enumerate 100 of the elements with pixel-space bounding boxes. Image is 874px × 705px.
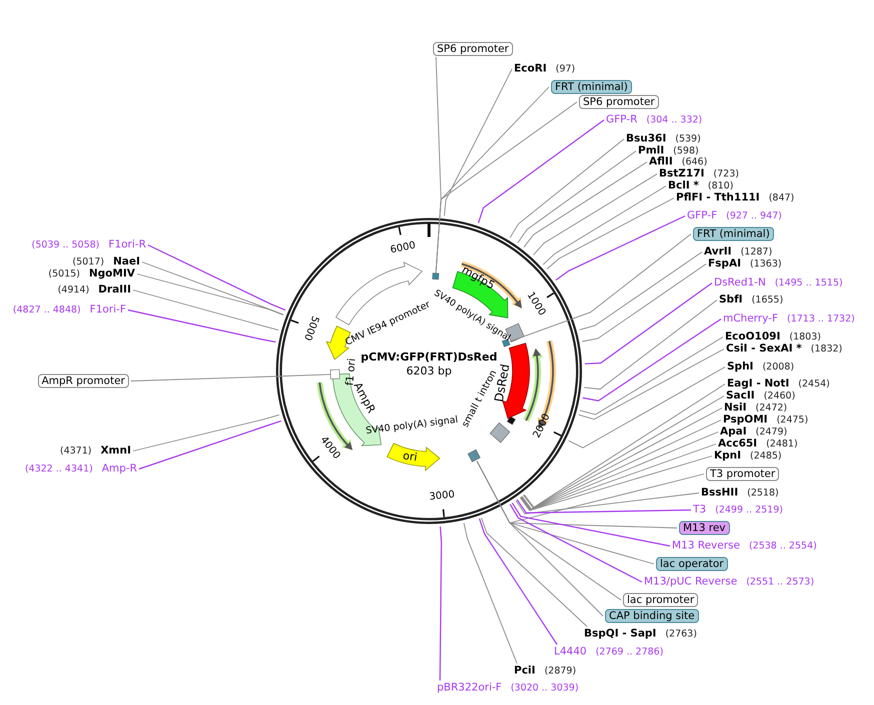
primer-label: L4440 (2769 .. 2786) [554,646,664,658]
feature-tag: AmpR promoter [38,374,129,388]
leader-line [478,120,604,224]
feature-mark [432,272,440,280]
restriction-site-label: SacII (2460) [726,390,796,402]
restriction-site-label: (4914) DraIII [58,284,131,296]
restriction-site-label: Bsu36I (539) [626,132,701,146]
restriction-site-label: CsiI - SexAI * (1832) [726,342,842,356]
leader-line [520,456,712,512]
restriction-site-label: BclI * (810) [668,180,734,192]
leader-line [435,102,578,274]
leader-line [516,499,692,514]
restriction-site-label: AflII (646) [649,156,708,168]
restriction-site-label: SphI (2008) [727,360,794,374]
feature-tag: FRT (minimal) [693,227,774,241]
primer-label: mCherry-F (1713 .. 1732) [723,312,855,326]
leader-line [555,215,686,281]
feature-label: SV40 poly(A) signal [365,414,459,438]
primer-label: (4827 .. 4848) F1ori-F [12,304,126,316]
restriction-site-label: ApaI (2479) [720,426,788,438]
leader-line [517,150,636,244]
restriction-site-label: (4371) XmnI [60,444,131,458]
leader-line [132,414,280,452]
restriction-site-label: NsiI (2472) [724,402,788,414]
leader-line [542,186,666,266]
leader-line [512,502,670,547]
feature-tag: CAP binding site [605,609,699,623]
primer-label: DsRed1-N (1495 .. 1515) [714,276,843,290]
feature-tag: SP6 promoter [579,95,659,109]
leader-line [509,234,692,342]
promoter-mark [330,369,340,380]
leader-line [128,309,276,343]
leader-line [142,262,284,316]
leader-line [130,374,331,382]
primer-label: T3 (2499 .. 2519) [693,504,783,516]
leader-line [463,522,518,664]
primer-label: M13/pUC Reverse (2551 .. 2573) [644,576,814,588]
leader-line [578,348,724,420]
leader-line [478,518,558,645]
origin-feature [386,443,440,471]
leader-line [476,460,604,616]
restriction-site-label: EcoRI (97) [514,62,576,76]
leader-line [532,174,658,256]
feature-mark [502,338,510,348]
leader-line [136,274,284,316]
primer-label: (4322 .. 4341) Amp-R [24,462,137,476]
restriction-site-label: FspAI (1363) [708,258,782,270]
feature-tag: SP6 promoter [433,42,513,56]
leader-line [579,336,724,415]
leader-line [515,492,700,514]
scale-label: 3000 [428,490,456,504]
restriction-site-label: AvrII (1287) [704,246,772,258]
restriction-site-label: (5017) NaeI [72,256,140,268]
plasmid-size: 6203 bp [406,364,452,378]
restriction-site-label: KpnI (2485) [714,450,782,462]
primer-label: M13 Reverse (2538 .. 2554) [672,540,817,552]
primer-label: GFP-F (927 .. 947) [687,210,782,222]
leader-line [546,198,674,270]
primer-label: (5039 .. 5058) F1ori-R [32,238,146,252]
leader-line [148,244,286,311]
restriction-site-label: PmlI (598) [638,144,699,158]
scale-label: 2000 [532,412,553,440]
leader-line [523,162,648,248]
restriction-site-label: BssHII (2518) [701,486,779,500]
primer-label: pBR322ori-F (3020 .. 3039) [437,682,579,694]
restriction-site-label: BspQI - SapI (2763) [584,628,697,640]
restriction-site-label: EagI - NotI (2454) [727,378,830,390]
feature-tag: T3 promoter [706,467,780,481]
feature-tag: FRT (minimal) [551,80,632,94]
feature-tag: lac operator [656,557,728,571]
feature-tag: lac promoter [623,593,698,607]
restriction-site-label: PflFI - Tth111I (847) [676,192,794,204]
restriction-site-label: PciI (2879) [514,664,576,678]
primer-label: GFP-R (304 .. 332) [606,114,702,126]
restriction-site-label: PspOMI (2475) [723,414,808,426]
leader-line [579,252,702,330]
plasmid-name: pCMV:GFP(FRT)DsRed [360,350,498,364]
leader-line [138,420,282,470]
leader-line [132,290,279,331]
leader-line [584,282,712,364]
feature-tag: M13 rev [679,521,730,535]
leader-line [582,318,722,402]
restriction-site-label: Acc65I (2481) [718,438,798,450]
leader-line [439,526,442,680]
scale-label: 6000 [390,240,417,256]
leader-line [568,366,726,448]
scale-label: 5000 [301,314,320,342]
leader-line [582,264,706,342]
leader-line [510,138,624,238]
feature-mark [468,449,481,462]
leader-line [480,517,588,627]
restriction-site-label: (5015) NgoMIV [48,268,135,280]
feature-label: ori [402,450,418,464]
leader-line [584,300,718,390]
restriction-site-label: SbfI (1655) [719,294,784,306]
feature-label: DsRed [492,363,512,403]
leader-line [520,444,716,511]
leader-line [510,504,642,583]
restriction-site-label: EcoO109I (1803) [725,330,821,344]
leader-line [444,68,512,216]
